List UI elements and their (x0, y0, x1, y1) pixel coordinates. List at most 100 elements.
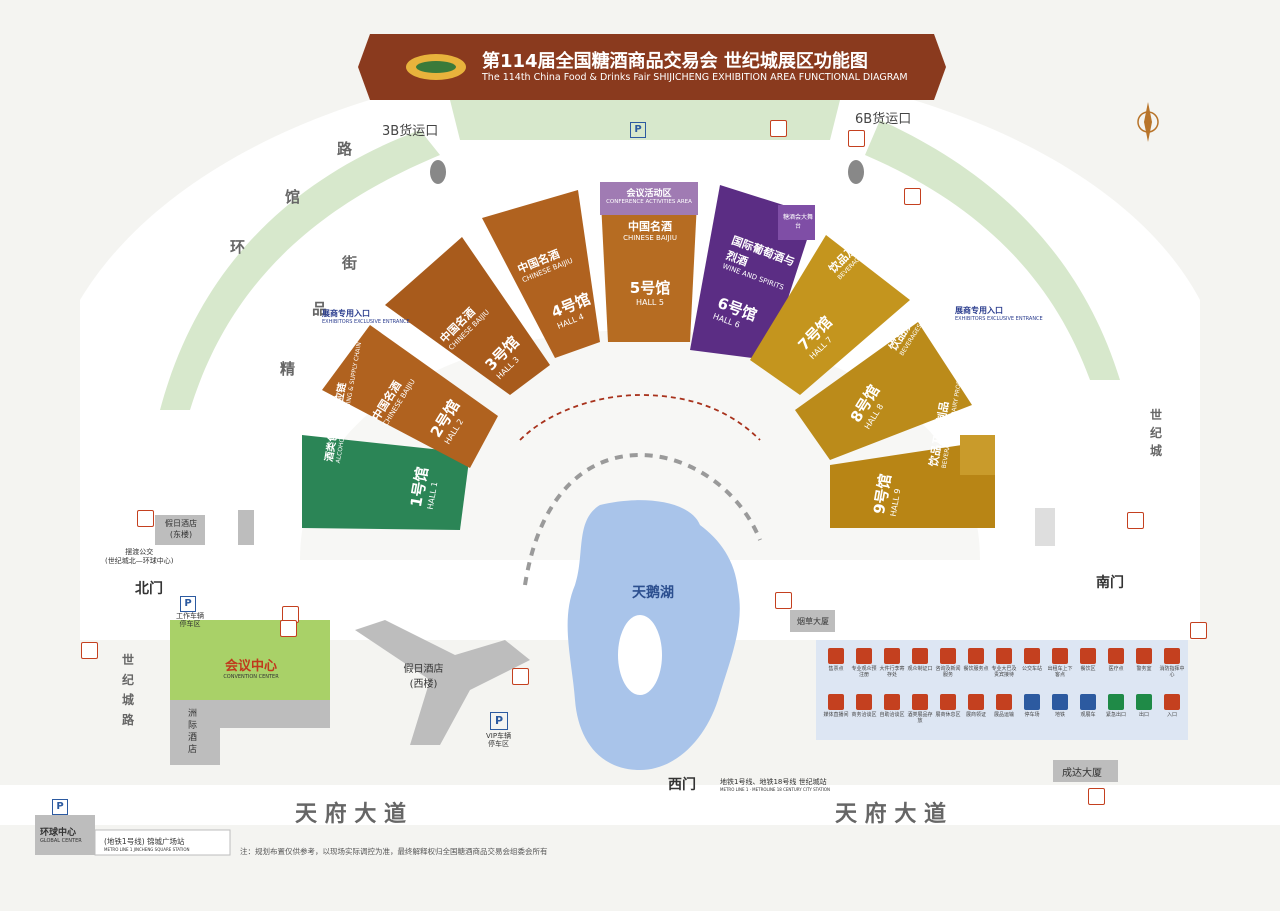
legend-label: 公交车站 (1021, 666, 1042, 672)
self-meeting-icon (884, 694, 900, 710)
west-gate[interactable]: 西门 (668, 777, 696, 793)
legend-label: 出口 (1138, 712, 1149, 718)
legend-label: 紧急出口 (1105, 712, 1126, 718)
register-icon (856, 648, 872, 664)
lake-island (618, 615, 662, 695)
intercontinental-hotel[interactable] (170, 700, 220, 765)
stage-tag: 糖酒会大舞台 (782, 214, 813, 230)
conference-area[interactable] (600, 182, 698, 215)
bus-stop-icon (1190, 622, 1207, 639)
ticket-icon (828, 648, 844, 664)
convention-center-label: 会议中心 CONVENTION CENTER (223, 659, 279, 680)
chengda-building[interactable] (1053, 760, 1118, 782)
legend-item: 媒体直播间 (822, 694, 850, 718)
chengda-label: 成达大厦 (1062, 768, 1102, 779)
convention-center[interactable] (170, 620, 330, 700)
info-icon (280, 620, 297, 637)
police-icon (1136, 648, 1152, 664)
metro-icon (1052, 694, 1068, 710)
page-subtitle: The 114th China Food & Drinks Fair SHIJI… (482, 72, 908, 83)
luggage-icon (512, 668, 529, 685)
legend-item: 大件行李寄存处 (878, 648, 906, 678)
bus-stop-icon (1024, 648, 1040, 664)
green-belt-right (865, 120, 1120, 380)
legend-item: 观众制证口 (906, 648, 934, 672)
entrance-icon (1164, 694, 1180, 710)
road-jingpin-1: 精 (280, 360, 296, 378)
road-jingpin-2: 品 (312, 300, 328, 318)
staff-parking-icon: P (180, 596, 196, 612)
transport-icon (848, 130, 865, 147)
hall-9-annex (960, 435, 995, 475)
legend-item: 展品运输 (990, 694, 1018, 718)
vip-parking-icon: P (490, 712, 508, 730)
legend-label: 医疗点 (1108, 666, 1124, 672)
bus-stop-icon (1127, 512, 1144, 529)
shuttle-icon (1080, 694, 1096, 710)
hall-9[interactable] (830, 440, 995, 528)
road-huanguan-3: 路 (337, 140, 353, 158)
hall-5[interactable] (600, 182, 698, 342)
hall-4[interactable] (482, 190, 600, 358)
road-shijicheng-east: 世纪城 (1150, 408, 1163, 458)
legend-item: 公交车站 (1018, 648, 1046, 672)
metro-jc-label: (地铁1号线) 锦城广场站 METRO LINE 1 JINCHENG SQUA… (104, 837, 190, 852)
bus-icon (996, 648, 1012, 664)
legend-item: 医疗点 (1102, 648, 1130, 672)
bus-stop-icon (1088, 788, 1105, 805)
global-center[interactable] (35, 815, 95, 855)
legend-label: 停车场 (1024, 712, 1040, 718)
legend-item: 停车场 (1018, 694, 1046, 718)
media-icon (828, 694, 844, 710)
legend-item: 警务室 (1130, 648, 1158, 672)
exit-icon (1136, 694, 1152, 710)
catering-icon (1080, 648, 1096, 664)
road-jingpin-3: 街 (342, 254, 358, 272)
exhibitor-entrance-left[interactable]: 展商专用入口 EXHIBITORS EXCLUSIVE ENTRANCE (322, 309, 410, 325)
legend-label: 酒类展品存放 (907, 712, 933, 724)
exhibitor-entrance-right[interactable]: 展商专用入口 EXHIBITORS EXCLUSIVE ENTRANCE (955, 306, 1043, 322)
legend-item: 入口 (1158, 694, 1186, 718)
legend-label: 出租车上下客点 (1047, 666, 1073, 678)
bus-stop-icon (137, 510, 154, 527)
shuttle-bus-label: 摆渡公交(世纪城北—环球中心) (105, 548, 174, 565)
hall-2[interactable] (322, 325, 498, 468)
staff-parking-label: 工作车辆停车区 (176, 612, 204, 628)
cert-icon (968, 694, 984, 710)
tianfu-avenue-east-label: 天 府 大 道 (835, 802, 946, 827)
freight-3b-marker (430, 160, 446, 184)
parking-icon-north: P (630, 122, 646, 138)
road-shijicheng-west: 世纪城路 (122, 653, 135, 727)
hall-5-label: 中国名酒 CHINESE BAIJIU (623, 220, 677, 242)
hall-1[interactable] (302, 435, 470, 530)
hall-3[interactable] (385, 237, 550, 395)
hall-8[interactable] (795, 322, 972, 460)
yancao-label: 烟草大厦 (797, 617, 829, 626)
food-icon (968, 648, 984, 664)
legend-label: 观展车 (1080, 712, 1096, 718)
legend-label: 大件行李寄存处 (879, 666, 905, 678)
north-gate[interactable]: 北门 (135, 581, 163, 597)
legend-item: 消防指挥中心 (1158, 648, 1186, 678)
title-banner (358, 34, 946, 100)
transport-icon (996, 694, 1012, 710)
road-huanguan-2: 馆 (285, 188, 301, 206)
route-red (519, 394, 761, 441)
hall-7[interactable] (750, 235, 910, 395)
parking-icon (1024, 694, 1040, 710)
tianfu-avenue-west-label: 天 府 大 道 (295, 802, 406, 827)
legend-item: 地铁 (1046, 694, 1074, 718)
holiday-west[interactable] (355, 620, 530, 745)
legend-item: 酒类展品存放 (906, 694, 934, 724)
food-icon (775, 592, 792, 609)
legend-item: 专业大巴及贵宾接待 (990, 648, 1018, 678)
legend-label: 专业大巴及贵宾接待 (991, 666, 1017, 678)
meeting-icon (856, 694, 872, 710)
legend-item: 商务洽谈区 (850, 694, 878, 718)
holiday-east[interactable] (155, 515, 205, 545)
holiday-west-label: 假日酒店(西楼) (403, 664, 444, 690)
south-gate[interactable]: 南门 (1096, 575, 1124, 591)
yancao-building[interactable] (790, 610, 835, 632)
vip-parking-label: VIP车辆停车区 (486, 732, 512, 748)
legend-item: 自助洽谈区 (878, 694, 906, 718)
